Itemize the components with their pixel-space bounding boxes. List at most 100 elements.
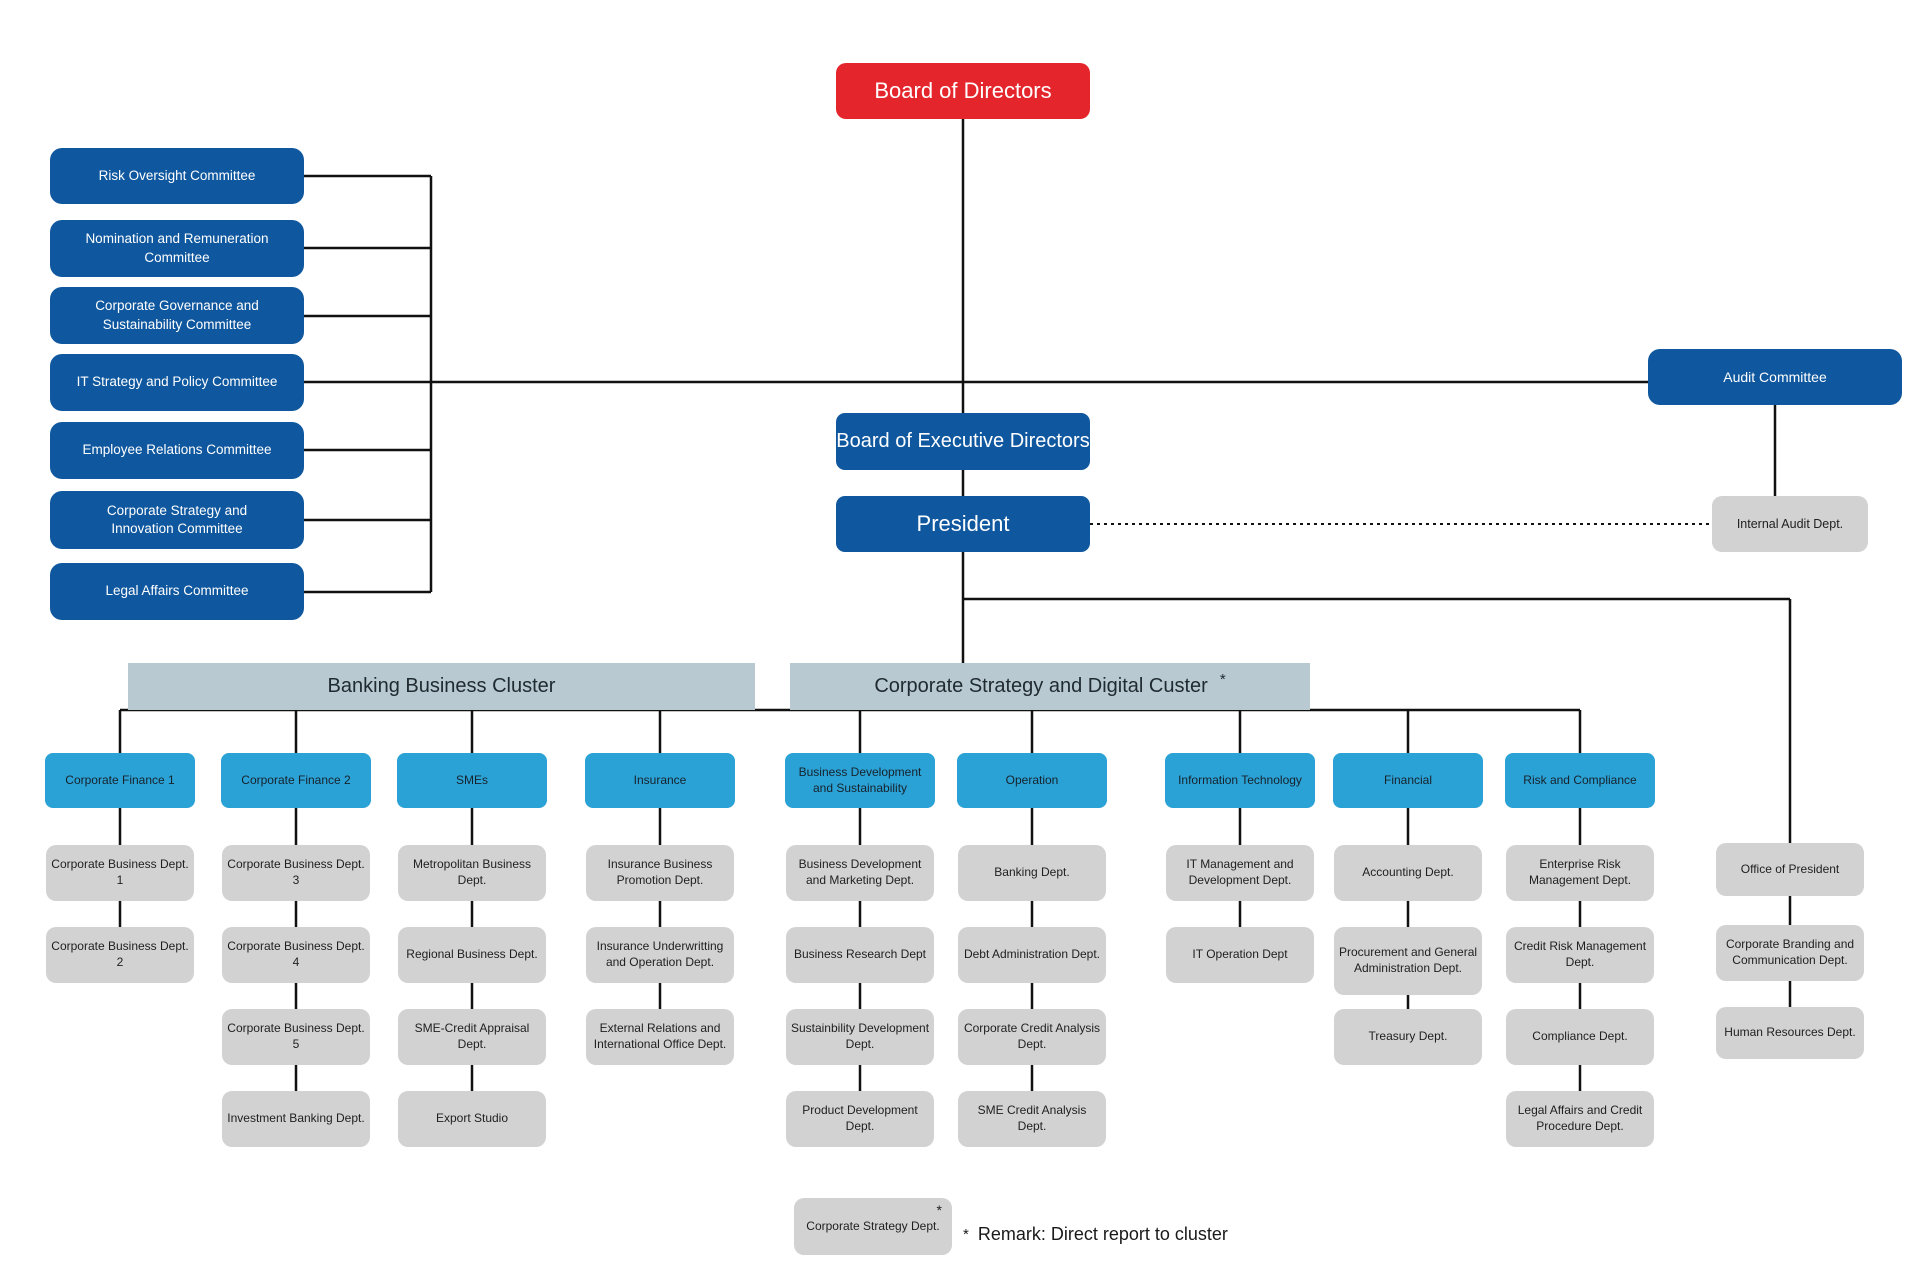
dept-label: Banking Dept. (994, 865, 1070, 880)
internal-audit-dept-label: Internal Audit Dept. (1736, 516, 1844, 531)
dept-external-relations-international-office: External Relations and International Off… (586, 1009, 734, 1065)
cluster-header-label: Corporate Strategy and Digital Custer (874, 675, 1208, 697)
dept-it-operation: IT Operation Dept (1166, 927, 1314, 983)
committee-it-strategy-policy: IT Strategy and Policy Committee (50, 354, 304, 411)
dept-label: Business Research Dept (793, 947, 927, 962)
committee-label: Nomination and Remuneration Committee (85, 231, 269, 265)
division-label: Information Technology (1178, 772, 1302, 787)
division-label: Financial (1383, 772, 1433, 787)
dept-sustainability-development: Sustainbility Development Dept. (786, 1009, 934, 1065)
dept-label: Credit Risk Management Dept. (1513, 939, 1647, 969)
dept-label: Corporate Branding and Communication Dep… (1725, 937, 1855, 967)
division-label: SMEs (455, 772, 488, 787)
dept-label: Debt Administration Dept. (963, 947, 1101, 962)
dept-compliance: Compliance Dept. (1506, 1009, 1654, 1065)
dept-corporate-credit-analysis: Corporate Credit Analysis Dept. (958, 1009, 1106, 1065)
dept-export-studio: Export Studio (398, 1091, 546, 1147)
board-of-directors-box: Board of Directors (836, 63, 1090, 119)
division-label: Operation (1005, 772, 1059, 787)
column-connectors (118, 710, 1792, 1091)
dept-label: Corporate Business Dept. 4 (227, 939, 365, 969)
dept-label: Corporate Business Dept. 5 (227, 1021, 365, 1051)
dept-label: SME-Credit Appraisal Dept. (414, 1021, 530, 1051)
dept-label: Office of President (1740, 861, 1840, 876)
cluster-header-asterisk: * (1219, 671, 1226, 688)
dept-corporate-business-4: Corporate Business Dept. 4 (222, 927, 370, 983)
division-information-technology: Information Technology (1165, 753, 1315, 808)
committee-label: Corporate Governance and Sustainability … (95, 298, 259, 332)
dept-procurement-general-administration: Procurement and General Administration D… (1334, 927, 1482, 995)
committee-label: IT Strategy and Policy Committee (76, 374, 278, 390)
committee-employee-relations: Employee Relations Committee (50, 422, 304, 479)
dept-accounting: Accounting Dept. (1334, 845, 1482, 901)
dept-label: Sustainbility Development Dept. (790, 1021, 930, 1051)
division-label: Insurance (633, 772, 687, 787)
committee-label: Legal Affairs Committee (105, 583, 249, 599)
committee-legal-affairs: Legal Affairs Committee (50, 563, 304, 620)
dept-legal-affairs-credit-procedure: Legal Affairs and Credit Procedure Dept. (1506, 1091, 1654, 1147)
dept-label: Corporate Credit Analysis Dept. (963, 1021, 1101, 1051)
dept-corporate-strategy: * Corporate Strategy Dept. (794, 1198, 952, 1255)
dept-office-of-president: Office of President (1716, 843, 1864, 896)
division-label: Corporate Finance 2 (241, 772, 351, 787)
division-smes: SMEs (397, 753, 547, 808)
dept-label: Regional Business Dept. (406, 947, 538, 962)
dept-enterprise-risk-management: Enterprise Risk Management Dept. (1506, 845, 1654, 901)
committee-corporate-governance-sustainability: Corporate Governance and Sustainability … (50, 287, 304, 344)
committee-corporate-strategy-innovation: Corporate Strategy and Innovation Commit… (50, 491, 304, 549)
remark-text: Remark: Direct report to cluster (977, 1223, 1228, 1244)
main-connectors (120, 119, 1792, 843)
dept-label: Insurance Business Promotion Dept. (607, 857, 713, 887)
dept-corporate-business-5: Corporate Business Dept. 5 (222, 1009, 370, 1065)
dept-label: Insurance Underwritting and Operation De… (596, 939, 724, 969)
division-label: Business Development and Sustainability (798, 764, 922, 795)
division-corporate-finance-2: Corporate Finance 2 (221, 753, 371, 808)
committee-risk-oversight: Risk Oversight Committee (50, 148, 304, 204)
division-risk-compliance: Risk and Compliance (1505, 753, 1655, 808)
board-of-executive-directors-label: Board of Executive Directors (836, 430, 1090, 452)
division-label: Risk and Compliance (1523, 772, 1637, 787)
dept-banking: Banking Dept. (958, 845, 1106, 901)
committee-nomination-remuneration: Nomination and Remuneration Committee (50, 220, 304, 277)
board-of-executive-directors-box: Board of Executive Directors (836, 413, 1090, 470)
division-corporate-finance-1: Corporate Finance 1 (45, 753, 195, 808)
committee-label: Employee Relations Committee (82, 442, 272, 458)
dept-label: Investment Banking Dept. (227, 1111, 365, 1126)
dept-label: Compliance Dept. (1532, 1029, 1628, 1044)
dept-corporate-business-3: Corporate Business Dept. 3 (222, 845, 370, 901)
president-box: President (836, 496, 1090, 552)
dept-label: Business Development and Marketing Dept. (798, 857, 922, 887)
dept-insurance-business-promotion: Insurance Business Promotion Dept. (586, 845, 734, 901)
board-of-directors-label: Board of Directors (874, 78, 1052, 103)
dept-it-management-development: IT Management and Development Dept. (1166, 845, 1314, 901)
division-operation: Operation (957, 753, 1107, 808)
dept-sme-credit-analysis: SME Credit Analysis Dept. (958, 1091, 1106, 1147)
dept-treasury: Treasury Dept. (1334, 1009, 1482, 1065)
dept-label: Accounting Dept. (1362, 865, 1454, 880)
dept-business-development-marketing: Business Development and Marketing Dept. (786, 845, 934, 901)
division-insurance: Insurance (585, 753, 735, 808)
remark-asterisk: * (963, 1225, 969, 1243)
dept-label: Corporate Strategy Dept. (806, 1218, 940, 1233)
internal-audit-dept-box: Internal Audit Dept. (1712, 496, 1868, 552)
dept-label: Human Resources Dept. (1724, 1025, 1856, 1040)
dept-label: Product Development Dept. (802, 1103, 918, 1133)
division-financial: Financial (1333, 753, 1483, 808)
committee-label: Risk Oversight Committee (98, 167, 256, 183)
dept-corporate-branding-communication: Corporate Branding and Communication Dep… (1716, 925, 1864, 981)
dept-label: Legal Affairs and Credit Procedure Dept. (1517, 1103, 1643, 1133)
corporate-strategy-digital-cluster-header: Corporate Strategy and Digital Custer * (790, 663, 1310, 710)
dept-debt-administration: Debt Administration Dept. (958, 927, 1106, 983)
dept-label: Procurement and General Administration D… (1338, 945, 1478, 975)
dept-label: Treasury Dept. (1368, 1029, 1448, 1044)
dept-label: SME Credit Analysis Dept. (977, 1103, 1087, 1133)
dept-metropolitan-business: Metropolitan Business Dept. (398, 845, 546, 901)
dept-corporate-business-2: Corporate Business Dept. 2 (46, 927, 194, 983)
dept-investment-banking: Investment Banking Dept. (222, 1091, 370, 1147)
dept-business-research: Business Research Dept (786, 927, 934, 983)
president-label: President (916, 511, 1010, 536)
dept-regional-business: Regional Business Dept. (398, 927, 546, 983)
committee-label: Corporate Strategy and Innovation Commit… (106, 502, 248, 536)
dept-label: IT Operation Dept (1192, 947, 1288, 962)
dept-credit-risk-management: Credit Risk Management Dept. (1506, 927, 1654, 983)
